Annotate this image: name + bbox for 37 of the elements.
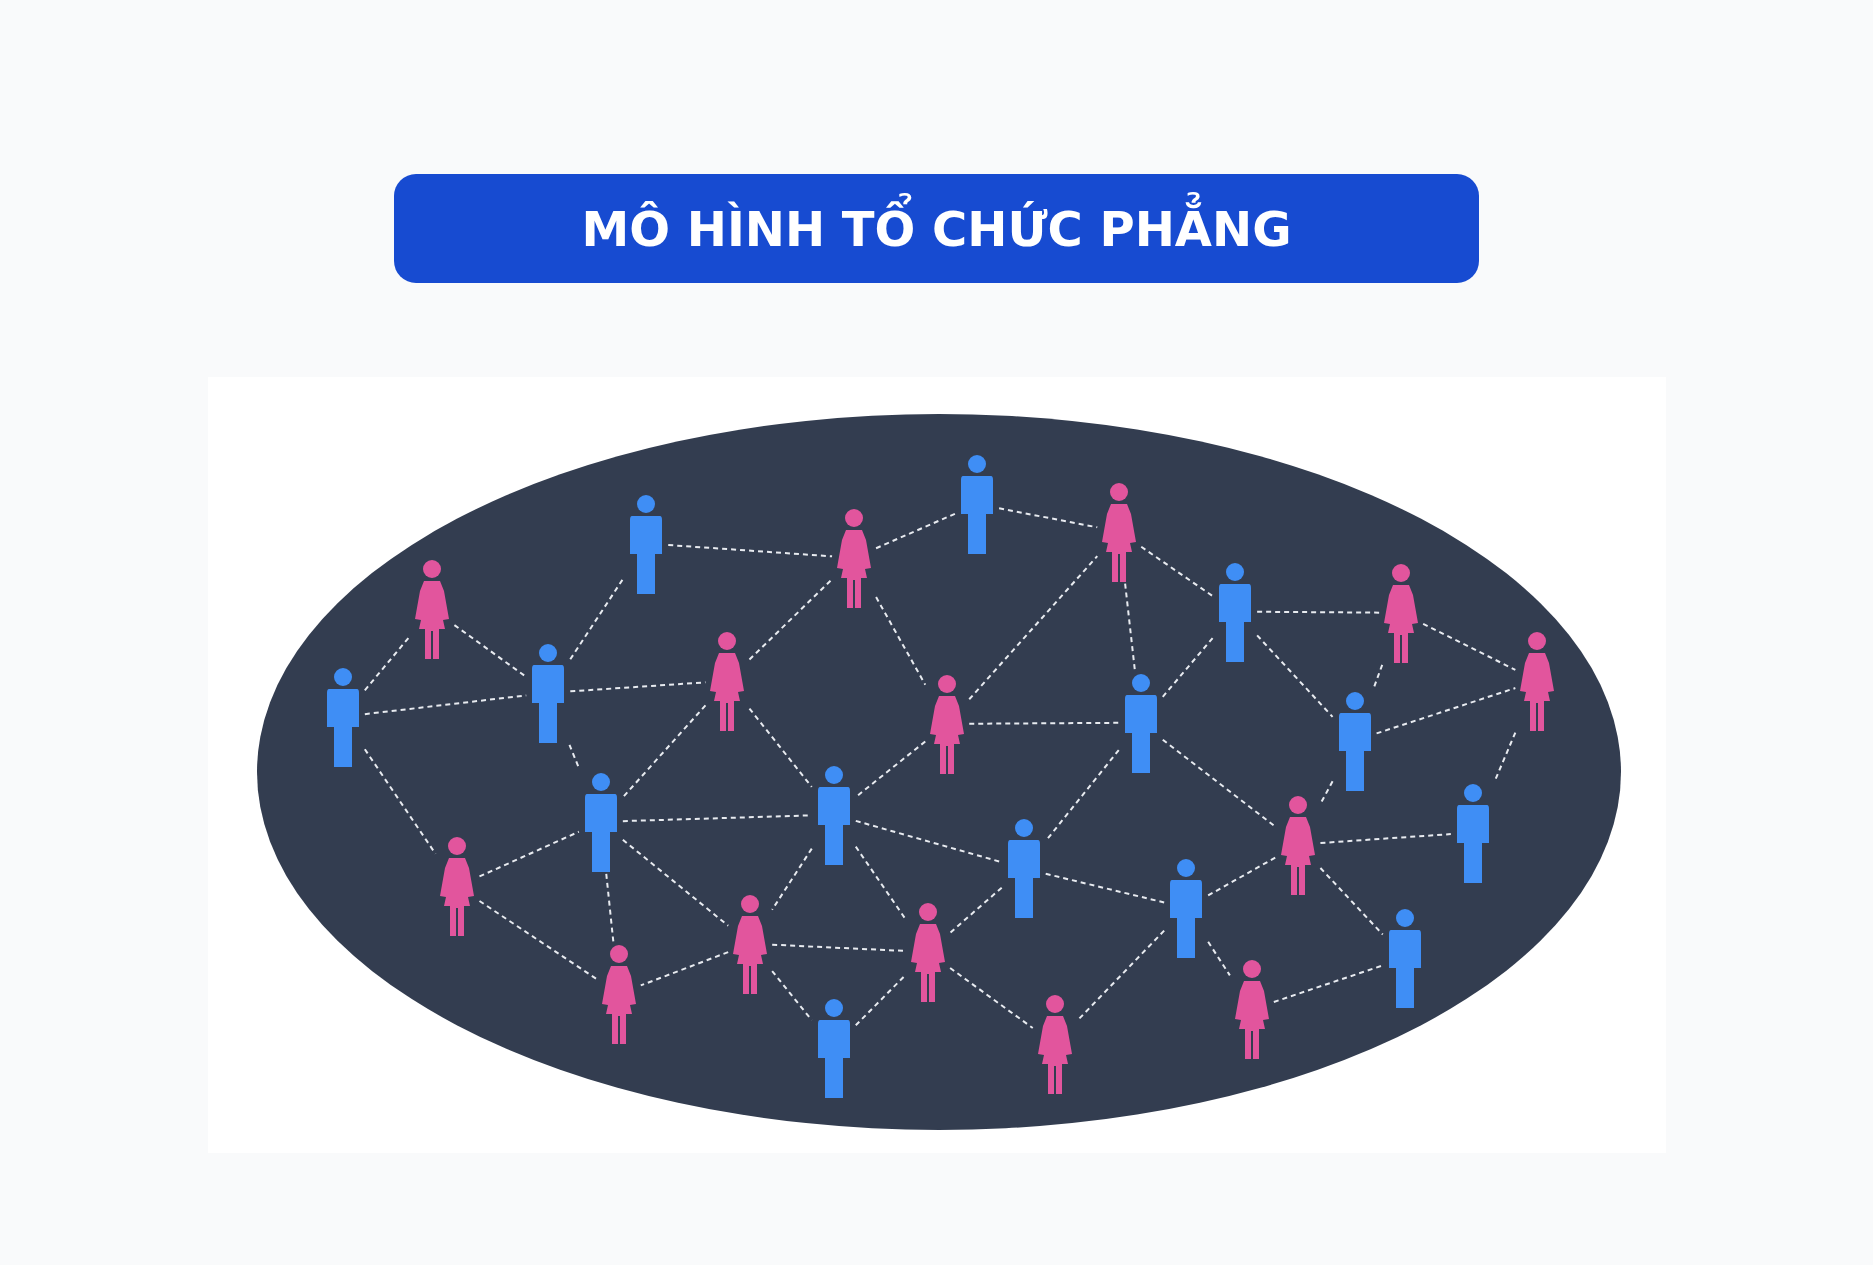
title-banner: MÔ HÌNH TỔ CHỨC PHẲNG	[394, 174, 1479, 283]
dashed-connector	[968, 721, 1120, 725]
dashed-connector	[875, 596, 927, 686]
dashed-connector	[478, 900, 598, 981]
dashed-connector	[1140, 545, 1215, 598]
dashed-connector	[1124, 582, 1136, 672]
dashed-connector	[998, 507, 1099, 529]
dashed-connector	[453, 624, 528, 678]
dashed-connector	[1319, 867, 1384, 936]
dashed-connector	[1422, 622, 1517, 671]
dashed-connector	[621, 838, 730, 927]
dashed-connector	[1207, 940, 1231, 977]
dashed-connector	[1272, 964, 1384, 1003]
dashed-connector	[854, 845, 908, 921]
dashed-connector	[1256, 610, 1381, 614]
dashed-connector	[748, 707, 813, 788]
dashed-connector	[771, 847, 813, 911]
dashed-connector	[1375, 687, 1517, 735]
dashed-connector	[478, 830, 580, 878]
dashed-connector	[875, 512, 957, 550]
dashed-connector	[667, 544, 834, 558]
dashed-connector	[569, 576, 626, 661]
dashed-connector	[1493, 731, 1517, 782]
dashed-connector	[605, 872, 615, 943]
dashed-connector	[1256, 634, 1334, 718]
dashed-connector	[748, 578, 834, 661]
dashed-connector	[1319, 833, 1452, 844]
dashed-connector	[1044, 749, 1120, 842]
dashed-connector	[1207, 855, 1278, 897]
dashed-connector	[621, 704, 707, 799]
dashed-connector	[1319, 780, 1334, 805]
dashed-connector	[968, 555, 1099, 701]
dashed-connector	[949, 967, 1034, 1030]
dashed-connector	[1161, 636, 1215, 698]
dashed-connector	[639, 951, 730, 987]
dashed-connector	[1044, 872, 1166, 904]
dashed-connector	[949, 886, 1003, 934]
